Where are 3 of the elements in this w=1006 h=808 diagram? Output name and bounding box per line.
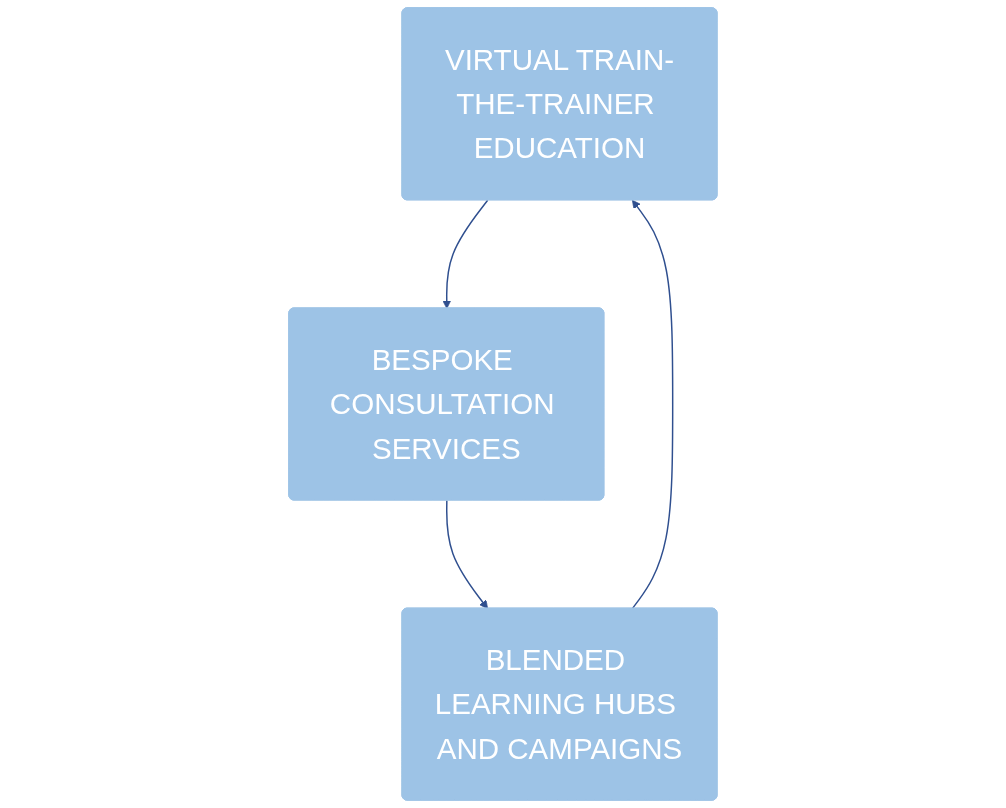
arrow [631, 199, 674, 610]
arrow [446, 499, 489, 610]
arrow [442, 199, 489, 309]
